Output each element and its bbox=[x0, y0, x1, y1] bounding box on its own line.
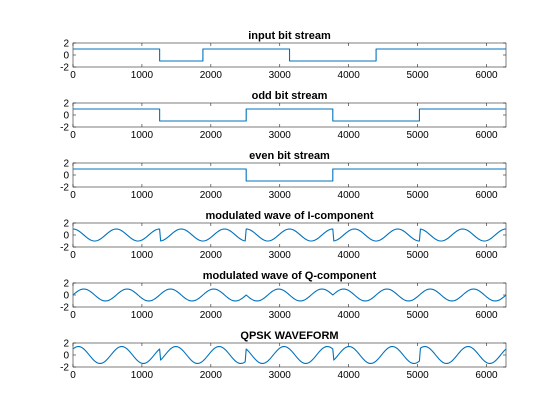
x-tick-label: 4000 bbox=[338, 130, 361, 141]
x-tick-label: 1000 bbox=[131, 190, 154, 201]
x-tick-label: 5000 bbox=[406, 130, 429, 141]
x-tick-label: 4000 bbox=[338, 70, 361, 81]
y-tick-label: 2 bbox=[63, 219, 69, 230]
series-line bbox=[72, 228, 507, 242]
y-tick-label: -2 bbox=[60, 63, 69, 74]
y-tick-label: 0 bbox=[63, 171, 69, 182]
chart-title: modulated wave of Q-component bbox=[203, 270, 377, 282]
y-tick-label: -2 bbox=[60, 243, 69, 254]
y-tick-label: 2 bbox=[63, 279, 69, 290]
x-tick-label: 2000 bbox=[200, 190, 223, 201]
x-tick-label: 2000 bbox=[200, 70, 223, 81]
series-line bbox=[73, 108, 506, 122]
subplot-4: modulated wave of I-component 0 1000 2000 30… bbox=[60, 210, 507, 261]
x-tick-label: 3000 bbox=[269, 310, 292, 321]
y-tick-label: 2 bbox=[63, 39, 69, 50]
x-tick-label: 0 bbox=[70, 130, 76, 141]
x-tick-label: 0 bbox=[70, 190, 76, 201]
axes-box bbox=[72, 342, 507, 368]
chart-title: odd bit stream bbox=[252, 90, 328, 102]
x-tick-label: 2000 bbox=[200, 310, 223, 321]
x-tick-label: 5000 bbox=[406, 310, 429, 321]
y-tick-label: -2 bbox=[60, 303, 69, 314]
x-tick-label: 4000 bbox=[338, 370, 361, 381]
x-tick-label: 2000 bbox=[200, 130, 223, 141]
y-tick-label: 0 bbox=[63, 111, 69, 122]
y-tick-label: 0 bbox=[63, 291, 69, 302]
axes-box bbox=[72, 222, 507, 248]
y-tick-label: 2 bbox=[63, 99, 69, 110]
chart-title: even bit stream bbox=[249, 150, 330, 162]
x-tick-label: 5000 bbox=[406, 190, 429, 201]
x-tick-label: 4000 bbox=[338, 190, 361, 201]
x-tick-label: 1000 bbox=[131, 250, 154, 261]
x-tick-label: 0 bbox=[70, 70, 76, 81]
x-tick-label: 5000 bbox=[406, 70, 429, 81]
x-tick-label: 6000 bbox=[475, 70, 498, 81]
x-tick-label: 1000 bbox=[131, 130, 154, 141]
y-tick-label: -2 bbox=[60, 183, 69, 194]
y-tick-label: 0 bbox=[63, 351, 69, 362]
x-tick-label: 6000 bbox=[475, 130, 498, 141]
chart-title: input bit stream bbox=[248, 30, 331, 42]
subplot-6: QPSK WAVEFORM 0 1000 2000 3000 4000 5000 6000 -2… bbox=[60, 330, 507, 381]
subplot-5: modulated wave of Q-component 0 1000 2000 30… bbox=[60, 270, 507, 321]
x-tick-label: 1000 bbox=[131, 70, 154, 81]
x-tick-label: 5000 bbox=[406, 250, 429, 261]
y-tick-label: 2 bbox=[63, 339, 69, 350]
x-tick-label: 0 bbox=[70, 310, 76, 321]
x-tick-label: 3000 bbox=[269, 130, 292, 141]
x-tick-label: 4000 bbox=[338, 310, 361, 321]
series-line bbox=[73, 48, 506, 62]
axes-box bbox=[72, 102, 507, 128]
x-tick-label: 3000 bbox=[269, 70, 292, 81]
chart-title: modulated wave of I-component bbox=[205, 210, 373, 222]
x-tick-label: 3000 bbox=[269, 190, 292, 201]
y-tick-label: -2 bbox=[60, 123, 69, 134]
x-tick-label: 5000 bbox=[406, 370, 429, 381]
subplot-1: input bit stream 0 1000 2000 3000 4000 5000 600… bbox=[60, 30, 507, 81]
x-tick-label: 6000 bbox=[475, 310, 498, 321]
chart-title: QPSK WAVEFORM bbox=[240, 330, 338, 342]
subplot-3: even bit stream 0 1000 2000 3000 4000 5000 6000… bbox=[60, 150, 507, 201]
series-line bbox=[72, 345, 507, 365]
x-tick-label: 0 bbox=[70, 370, 76, 381]
x-tick-label: 6000 bbox=[475, 370, 498, 381]
x-tick-label: 3000 bbox=[269, 250, 292, 261]
axes-box bbox=[72, 162, 507, 188]
y-tick-label: 0 bbox=[63, 51, 69, 62]
x-tick-label: 1000 bbox=[131, 310, 154, 321]
subplot-2: odd bit stream 0 1000 2000 3000 4000 5000 6000 -… bbox=[60, 90, 507, 141]
y-tick-label: 2 bbox=[63, 159, 69, 170]
x-tick-label: 1000 bbox=[131, 370, 154, 381]
series-line bbox=[73, 168, 506, 182]
x-tick-label: 2000 bbox=[200, 370, 223, 381]
y-tick-label: 0 bbox=[63, 231, 69, 242]
x-tick-label: 3000 bbox=[269, 370, 292, 381]
y-tick-label: -2 bbox=[60, 363, 69, 374]
x-tick-label: 0 bbox=[70, 250, 76, 261]
series-line bbox=[72, 288, 507, 302]
x-tick-label: 6000 bbox=[475, 250, 498, 261]
x-tick-label: 6000 bbox=[475, 190, 498, 201]
x-tick-label: 2000 bbox=[200, 250, 223, 261]
x-tick-label: 4000 bbox=[338, 250, 361, 261]
